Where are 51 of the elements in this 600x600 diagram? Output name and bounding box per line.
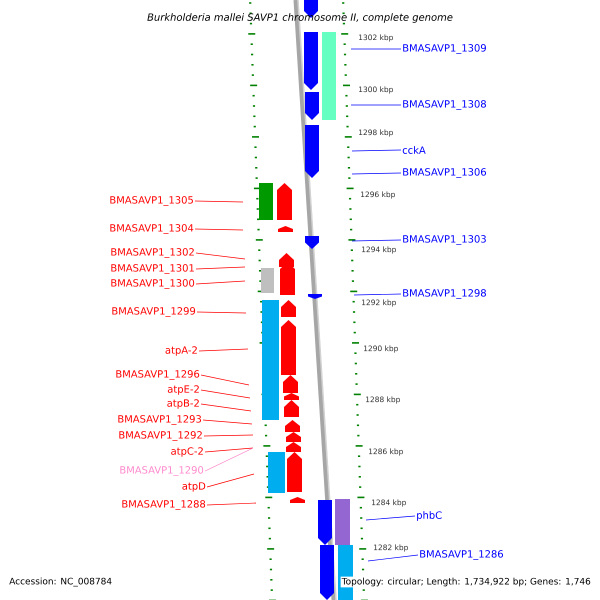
gene-label: BMASAVP1_1296 — [116, 370, 200, 380]
leader-line — [352, 172, 402, 174]
leader-line — [366, 516, 416, 520]
leader-line — [350, 48, 402, 50]
gene-label: BMASAVP1_1309 — [403, 44, 486, 54]
gene-label: BMASAVP1_1302 — [111, 248, 194, 258]
gene-label: BMASAVP1_1308 — [403, 100, 486, 110]
gene-label: BMASAVP1_1290 — [120, 466, 204, 476]
gene-label: BMASAVP1_1306 — [403, 168, 486, 178]
gene-label: BMASAVP1_1300 — [111, 279, 194, 289]
leader-line — [352, 240, 402, 242]
gene-label: BMASAVP1_1292 — [119, 431, 202, 441]
gene-label: atpE-2 — [168, 385, 199, 395]
title: Burkholderia mallei SAVP1 chromosome II, complete genome — [147, 13, 452, 23]
gene-label: BMASAVP1_1305 — [110, 196, 193, 206]
gene-label: atpB-2 — [167, 399, 199, 409]
leader-line — [196, 280, 246, 284]
gene-label: BMASAVP1_1293 — [118, 415, 201, 425]
gene-label: BMASAVP1_1286 — [420, 550, 504, 560]
gene-label: BMASAVP1_1288 — [122, 500, 206, 510]
leader-line — [194, 228, 244, 230]
leader-line — [196, 266, 246, 270]
leader-line — [204, 448, 254, 452]
gene-label: BMASAVP1_1299 — [112, 307, 196, 317]
leader-line — [206, 474, 254, 488]
leader-line — [194, 200, 244, 202]
footer-text: Accession: NC_008784 — [8, 576, 114, 588]
gene-label: BMASAVP1_1301 — [111, 264, 194, 274]
leader-line — [200, 404, 252, 412]
footer-text: Topology: circular; Length: 1,734,922 bp; Genes: 1,746 — [340, 576, 592, 588]
gene-label: phbC — [417, 511, 442, 521]
leader-line — [350, 104, 402, 106]
leader-line — [352, 150, 402, 152]
gene-label: cckA — [402, 146, 426, 154]
leader-line — [368, 554, 418, 562]
gene-label: BMASAVP1_1303 — [403, 235, 486, 245]
gene-label: atpC-2 — [171, 447, 203, 457]
leader-line — [198, 348, 248, 352]
leader-line — [200, 374, 250, 386]
gene-label: BMASAVP1_1304 — [110, 224, 194, 234]
leader-line — [354, 294, 402, 296]
gene-label: BMASAVP1_1298 — [403, 289, 486, 299]
leader-line — [196, 312, 246, 314]
gene-label: atpA-2 — [166, 346, 197, 356]
gene-label: atpD — [182, 482, 206, 492]
leader-line — [202, 420, 252, 424]
leader-line — [200, 390, 250, 398]
leader-line — [196, 252, 246, 260]
leader-line — [204, 448, 254, 472]
leader-line — [204, 434, 254, 436]
leader-line — [206, 502, 256, 506]
